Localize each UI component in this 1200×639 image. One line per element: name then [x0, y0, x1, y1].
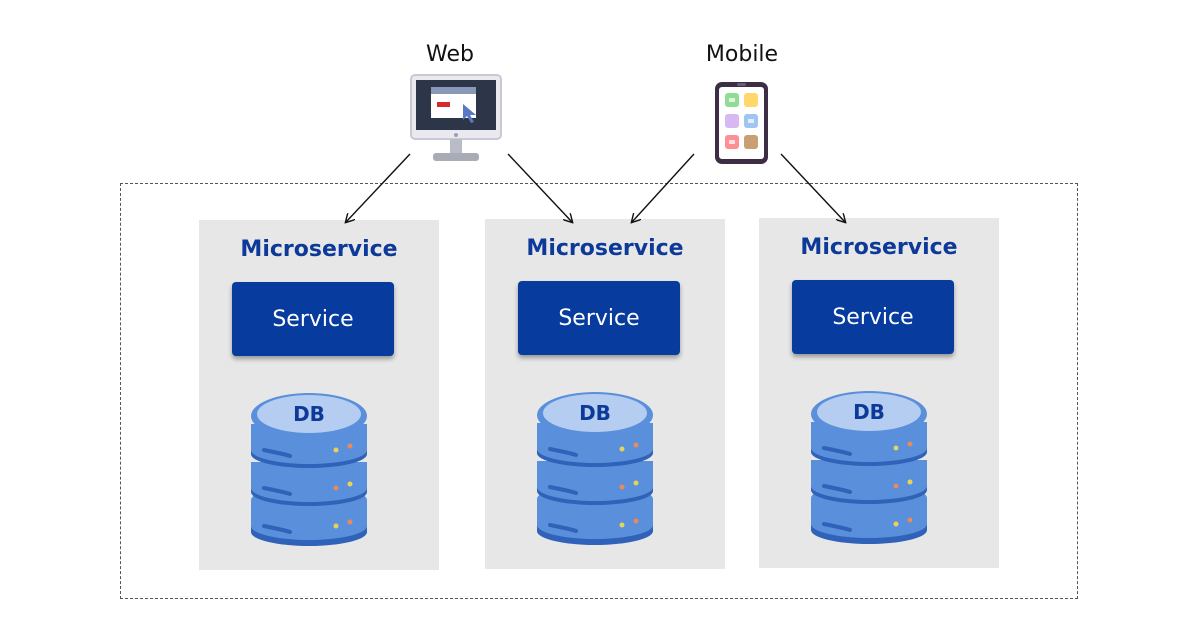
system-boundary: [120, 183, 1078, 599]
microservice-panel-3: Microservice Service: [759, 218, 999, 568]
microservice-title: Microservice: [800, 235, 958, 260]
service-box: Service: [518, 281, 680, 355]
microservice-panel-2: Microservice Service: [485, 219, 725, 569]
microservice-title: Microservice: [240, 237, 398, 262]
database-icon: DB: [250, 392, 368, 552]
smartphone-icon: [715, 82, 768, 164]
arrow-mobile-to-ms3: [780, 153, 845, 222]
service-box: Service: [792, 280, 954, 354]
database-icon: DB: [536, 391, 654, 551]
microservice-title: Microservice: [526, 236, 684, 261]
service-box: Service: [232, 282, 394, 356]
microservice-panel-1: Microservice Service: [199, 220, 439, 570]
arrow-web-to-ms2: [507, 153, 572, 222]
desktop-monitor-icon: [410, 74, 502, 161]
web-client-label: Web: [426, 42, 474, 67]
arrow-mobile-to-ms2: [632, 153, 695, 222]
mobile-client-label: Mobile: [705, 42, 779, 67]
arrow-web-to-ms1: [346, 153, 411, 222]
